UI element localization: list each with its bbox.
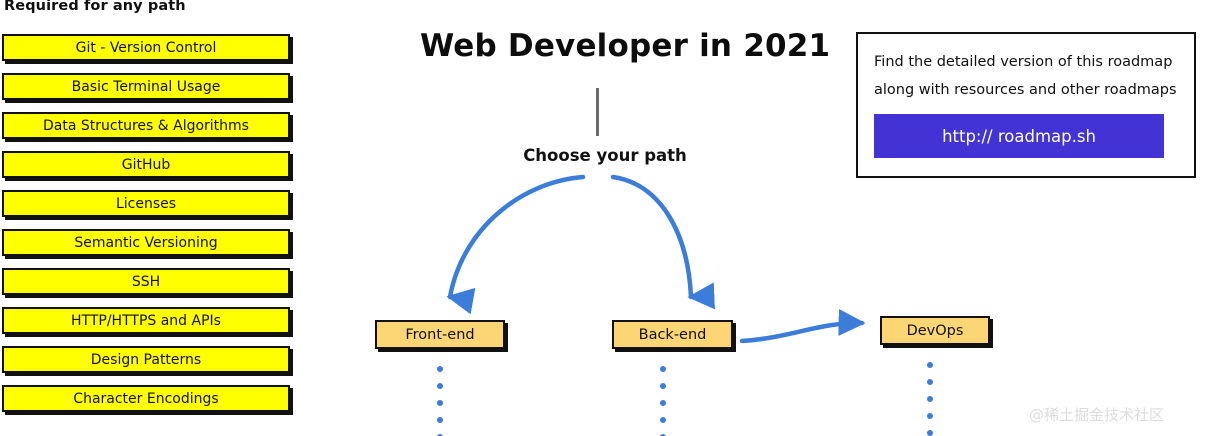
arrow-to-backend: [610, 174, 716, 310]
required-item[interactable]: SSH: [2, 268, 290, 295]
title-stem-line: [596, 88, 599, 136]
trail-dot: [660, 417, 666, 423]
trail-dot: [660, 383, 666, 389]
trail-dot: [927, 396, 933, 402]
dotted-trail-backend: [660, 366, 666, 436]
path-box-backend[interactable]: Back-end: [612, 320, 733, 349]
trail-dot: [437, 400, 443, 406]
required-item[interactable]: Design Patterns: [2, 346, 290, 373]
required-section: Required for any path Git - Version Cont…: [0, 0, 300, 436]
choose-your-path-label: Choose your path: [523, 146, 687, 165]
page-title: Web Developer in 2021: [420, 28, 831, 64]
required-item-label: Design Patterns: [90, 351, 202, 368]
required-item-label: HTTP/HTTPS and APIs: [71, 312, 221, 329]
trail-dot: [660, 366, 666, 372]
required-item[interactable]: Semantic Versioning: [2, 229, 290, 256]
required-item[interactable]: Basic Terminal Usage: [2, 73, 290, 100]
required-item[interactable]: HTTP/HTTPS and APIs: [2, 307, 290, 334]
path-box-backend-label: Back-end: [638, 326, 707, 343]
path-box-frontend-label: Front-end: [405, 326, 475, 343]
path-box-devops-label: DevOps: [906, 322, 964, 339]
required-item[interactable]: Data Structures & Algorithms: [2, 112, 290, 139]
dotted-trail-frontend: [437, 366, 443, 436]
trail-dot: [660, 434, 666, 436]
trail-dot: [660, 400, 666, 406]
required-item[interactable]: Git - Version Control: [2, 34, 290, 61]
trail-dot: [927, 413, 933, 419]
required-item-label: Semantic Versioning: [74, 234, 218, 251]
info-card-line-1: Find the detailed version of this roadma…: [874, 54, 1173, 70]
path-box-frontend[interactable]: Front-end: [375, 320, 505, 349]
required-item[interactable]: Licenses: [2, 190, 290, 217]
trail-dot: [437, 434, 443, 436]
required-item-label: Git - Version Control: [75, 39, 217, 56]
trail-dot: [927, 362, 933, 368]
required-item-label: Basic Terminal Usage: [71, 78, 221, 95]
trail-dot: [437, 383, 443, 389]
watermark: @稀土掘金技术社区: [1029, 406, 1165, 424]
required-item[interactable]: GitHub: [2, 151, 290, 178]
arrow-backend-to-devops: [739, 308, 866, 344]
required-item-label: SSH: [131, 273, 161, 290]
required-item-label: Licenses: [115, 195, 177, 212]
trail-dot: [437, 417, 443, 423]
trail-dot: [927, 379, 933, 385]
roadmap-link-label: http:// roadmap.sh: [942, 126, 1096, 146]
trail-dot: [437, 366, 443, 372]
info-card-line-2: along with resources and other roadmaps: [874, 82, 1177, 98]
required-section-heading: Required for any path: [4, 0, 186, 14]
required-item[interactable]: Character Encodings: [2, 385, 290, 412]
required-item-label: Character Encodings: [73, 390, 219, 407]
required-item-label: Data Structures & Algorithms: [43, 117, 249, 134]
trail-dot: [927, 430, 933, 436]
required-item-label: GitHub: [121, 156, 171, 173]
roadmap-link-button[interactable]: http:// roadmap.sh: [874, 114, 1164, 158]
dotted-trail-devops: [927, 362, 933, 436]
info-card: Find the detailed version of this roadma…: [856, 32, 1196, 178]
path-box-devops[interactable]: DevOps: [880, 316, 990, 345]
arrow-to-frontend: [446, 174, 586, 315]
